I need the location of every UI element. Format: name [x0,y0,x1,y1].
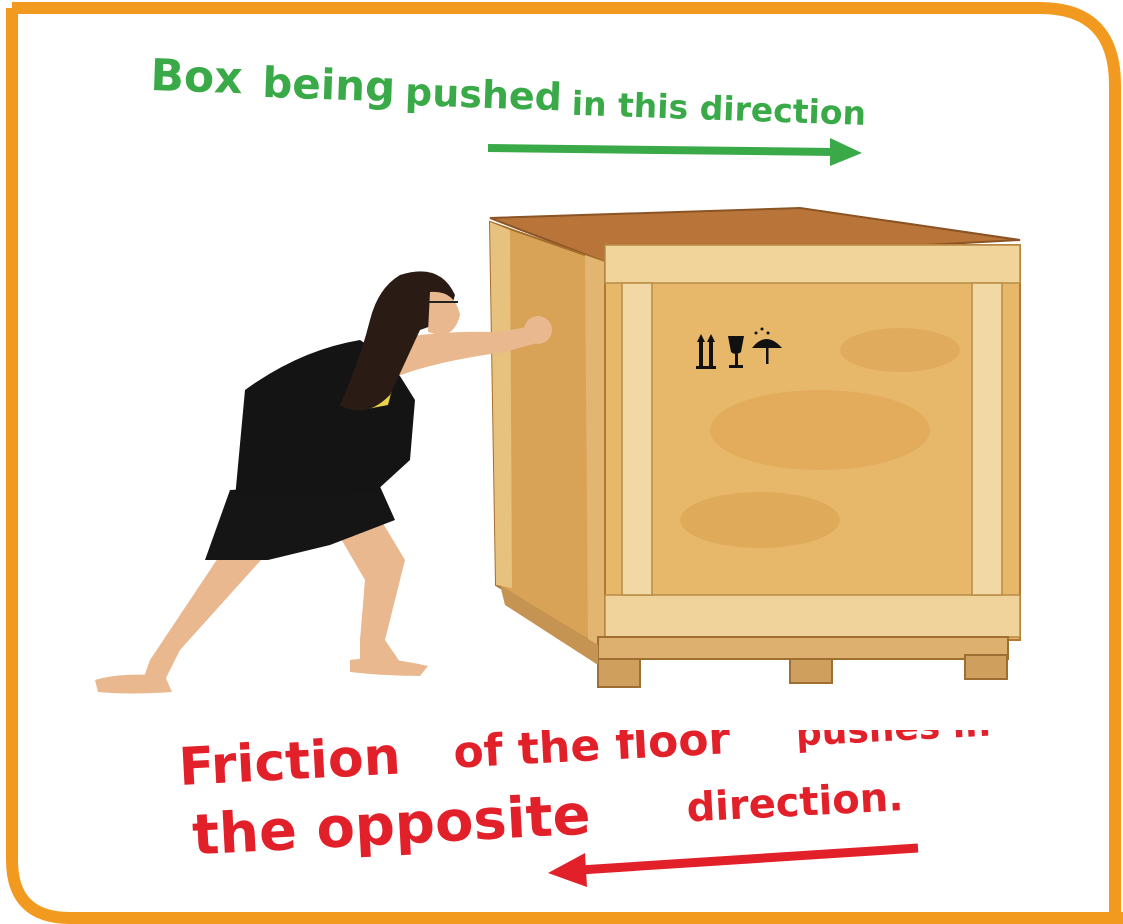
caption-word-friction: Friction [180,730,402,798]
caption-word-box: Box [150,50,243,104]
top-caption: Box being pushed in this direction [150,50,1030,130]
caption-word-pushed: pushed [404,70,562,119]
caption-direction: direction. [685,774,904,831]
wooden-crate [490,208,1020,687]
caption-word-being: being [261,58,396,112]
caption-the-opposite: the opposite [191,783,592,869]
caption-of-the-floor: of the floor [452,730,732,779]
bottom-caption: Friction of the floor pushes in the oppo… [180,730,1060,870]
caption-rest: in this direction [571,84,867,130]
push-direction-arrow [488,138,862,166]
girl-pushing-crate [95,271,552,693]
caption-pushes-in: pushes in [795,730,992,755]
